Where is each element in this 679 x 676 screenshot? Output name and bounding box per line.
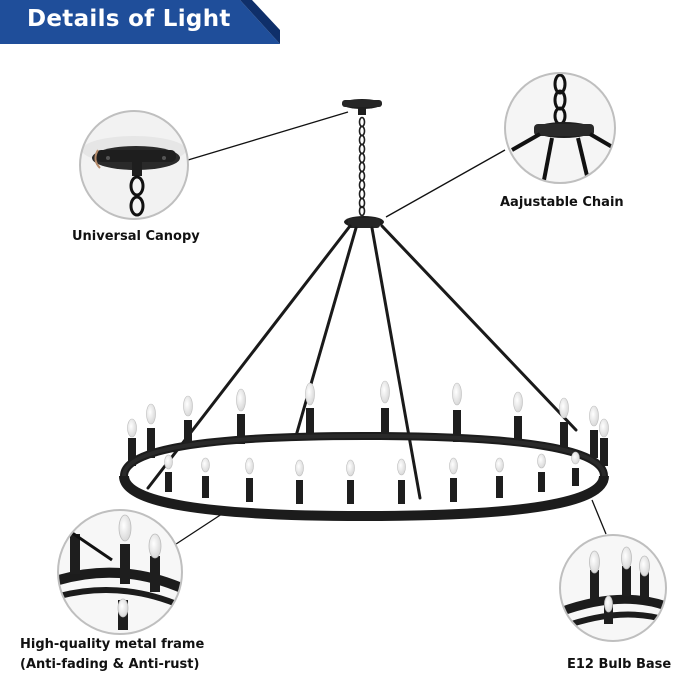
header-banner [0,0,280,44]
ring-front [119,433,609,522]
banner-shape [0,0,280,44]
bulb-base-caption: E12 Bulb Base [567,657,672,672]
banner-accent [240,0,280,44]
frame-caption-line1: High-quality metal frame [20,637,205,652]
chain-caption: Aajustable Chain [500,195,624,210]
frame-caption-line2: (Anti-fading & Anti-rust) [20,657,200,672]
main-chain [358,116,366,217]
frame-detail-icon [57,509,183,635]
page-title: Details of Light [27,6,231,32]
main-canopy [342,99,382,115]
canopy-detail-icon [79,110,189,220]
bulb-base-detail-icon [559,534,667,642]
leader-lines [169,111,607,549]
chain-detail-icon [504,72,616,184]
support-rods [146,224,578,500]
back-candles [127,380,609,466]
ring-back [120,431,608,477]
chain-hub [344,216,384,228]
front-candles [164,451,580,504]
canopy-caption: Universal Canopy [72,229,200,244]
